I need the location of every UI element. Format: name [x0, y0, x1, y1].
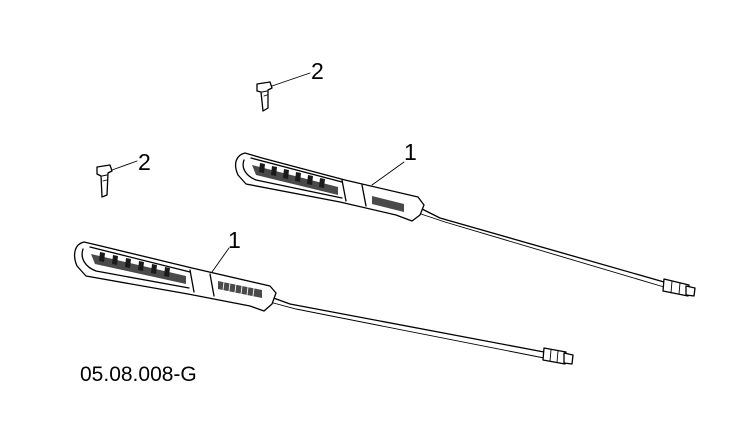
lower-sensor-cable	[267, 295, 545, 353]
lower-clip-label: 2	[138, 149, 151, 175]
lower-sensor-connector	[542, 347, 574, 365]
upper-sensor-ribs	[252, 163, 338, 195]
lower-sensor: 1	[73, 227, 574, 365]
upper-sensor-label: 1	[404, 139, 417, 165]
upper-sensor: 1	[234, 139, 696, 297]
lower-clip: 2	[96, 149, 151, 198]
figure-caption: 05.08.008-G	[80, 363, 197, 386]
lower-sensor-leader	[211, 247, 230, 273]
upper-sensor-cable	[419, 207, 665, 283]
upper-clip-leader	[271, 72, 311, 87]
lower-sensor-spring	[218, 281, 262, 298]
upper-sensor-leader	[371, 161, 405, 186]
upper-clip-label: 2	[311, 58, 324, 84]
upper-sensor-connector	[662, 278, 696, 297]
lower-sensor-ribs	[91, 252, 186, 284]
lower-sensor-label: 1	[228, 227, 241, 253]
lower-clip-leader	[111, 160, 138, 171]
upper-clip: 2	[256, 58, 324, 112]
